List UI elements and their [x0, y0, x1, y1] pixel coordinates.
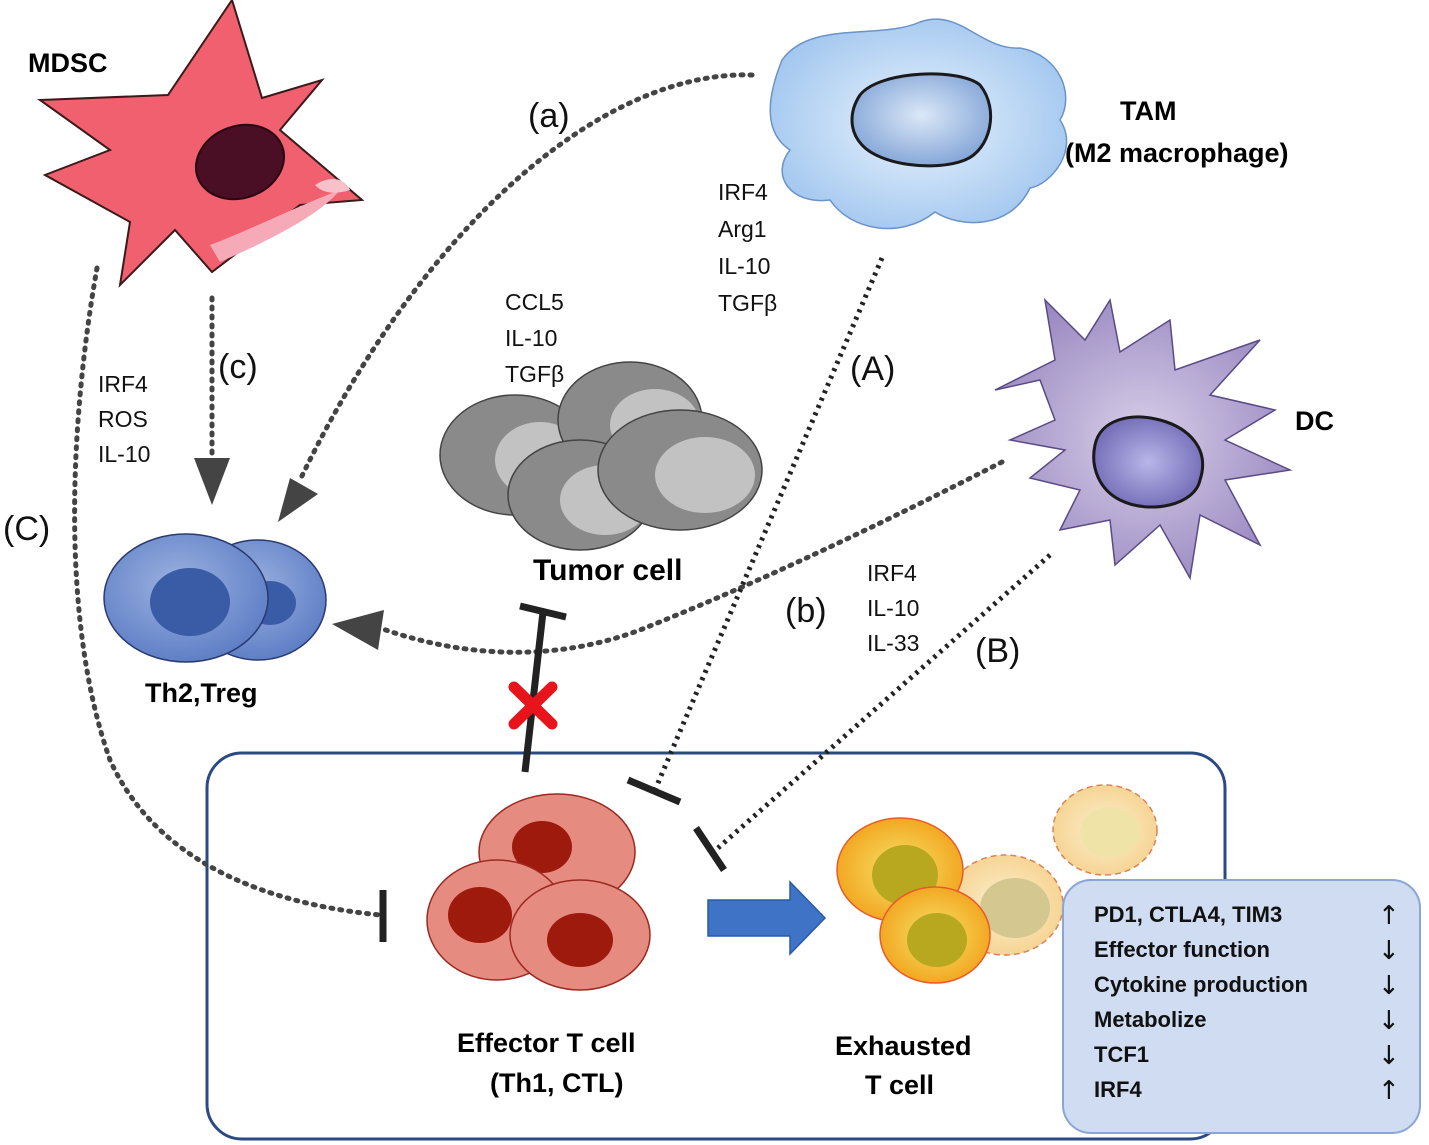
tam-label-line1: TAM [1120, 96, 1176, 126]
dc-nucleus [1092, 415, 1205, 509]
pathway-a-line [297, 72, 755, 483]
tam-nucleus [850, 72, 993, 168]
mdsc-label: MDSC [28, 48, 108, 78]
exhaustion-row-label: Effector function [1094, 937, 1270, 962]
mdsc-cell [37, 0, 365, 288]
factor-tam-item: TGFβ [718, 290, 777, 316]
exhaustion-characteristics-table: PD1, CTLA4, TIM3 ↑ Effector function ↓ Cytok… [1062, 879, 1421, 1134]
pathway-B-line [716, 553, 1052, 850]
factor-mdsc-item: ROS [98, 406, 148, 432]
factor-mdsc-item: IRF4 [98, 371, 148, 397]
tam-label-line2: (M2 macrophage) [1065, 138, 1289, 168]
effector-to-tumor-inhibit-bar [519, 602, 567, 621]
pathway-b-line [377, 459, 1005, 655]
effector-label-line1: Effector T cell [457, 1028, 636, 1058]
factor-tumor-item: TGFβ [505, 361, 564, 387]
up-arrow-icon: ↑ [1378, 901, 1400, 931]
mdsc-highlight-2 [315, 178, 350, 193]
mdsc-nucleus [194, 123, 286, 201]
pathway-b-arrowhead [332, 610, 384, 650]
exhaustion-row-label: Metabolize [1094, 1007, 1206, 1032]
exhaustion-transition-arrow [707, 880, 827, 956]
exhaustion-row-label: TCF1 [1094, 1042, 1149, 1067]
factor-tumor-item: CCL5 [505, 289, 564, 315]
pathway-B-inhibit-bar [693, 826, 727, 872]
tumor-cells [439, 361, 763, 551]
down-arrow-icon: ↓ [1378, 936, 1400, 966]
effector-label-line2: (Th1, CTL) [490, 1068, 623, 1098]
exhausted-t-cells [836, 784, 1158, 984]
pathway-a-arrowhead [278, 478, 318, 522]
factor-dc-item: IRF4 [867, 560, 917, 586]
exhaustion-table-background [1062, 879, 1421, 1134]
exhausted-cell-pale-far [1052, 784, 1158, 876]
mdsc-highlight [210, 190, 340, 262]
exhausted-label-line2: T cell [865, 1070, 934, 1100]
tam-cell [769, 18, 1068, 230]
pathway-A-inhibit-bar [626, 776, 682, 806]
factor-dc-item: IL-33 [867, 630, 919, 656]
blocked-cross-icon [508, 681, 558, 730]
pathway-b-label: (b) [785, 592, 827, 630]
up-arrow-icon: ↑ [1378, 1076, 1400, 1106]
factor-tam-item: Arg1 [718, 216, 767, 242]
down-arrow-icon: ↓ [1378, 1041, 1400, 1071]
exhausted-cell-2 [879, 886, 991, 984]
mdsc-body [37, 0, 365, 288]
dc-cell [994, 297, 1293, 581]
effector-t-cells [426, 793, 651, 991]
exhaustion-row-label: Cytokine production [1094, 972, 1308, 997]
pathway-c-arrowhead [194, 458, 230, 505]
pathway-B-label: (B) [975, 632, 1020, 670]
effector-to-tumor-inhibit-line [521, 611, 547, 773]
down-arrow-icon: ↓ [1378, 1006, 1400, 1036]
factor-tumor-item: IL-10 [505, 325, 557, 351]
factor-mdsc-item: IL-10 [98, 441, 150, 467]
pathway-c-label: (c) [218, 348, 258, 386]
exhaustion-row-label: PD1, CTLA4, TIM3 [1094, 902, 1282, 927]
factor-tam-item: IRF4 [718, 179, 768, 205]
factor-tam-item: IL-10 [718, 253, 770, 279]
pathway-a-label: (a) [528, 97, 570, 135]
pathway-C-label: (C) [3, 510, 50, 548]
exhaustion-row-label: IRF4 [1094, 1077, 1142, 1102]
factor-dc-item: IL-10 [867, 595, 919, 621]
tumor-label: Tumor cell [533, 554, 682, 587]
down-arrow-icon: ↓ [1378, 971, 1400, 1001]
tumor-cell-4 [597, 409, 763, 531]
dc-label: DC [1295, 406, 1334, 436]
exhausted-label-line1: Exhausted [835, 1031, 972, 1061]
effector-cell-3 [509, 879, 651, 991]
pathway-C-line [72, 265, 383, 918]
th2-treg-cells [103, 533, 327, 663]
th2-treg-label: Th2,Treg [145, 678, 258, 708]
pathway-A-line [652, 257, 885, 791]
pathway-A-label: (A) [850, 350, 895, 388]
